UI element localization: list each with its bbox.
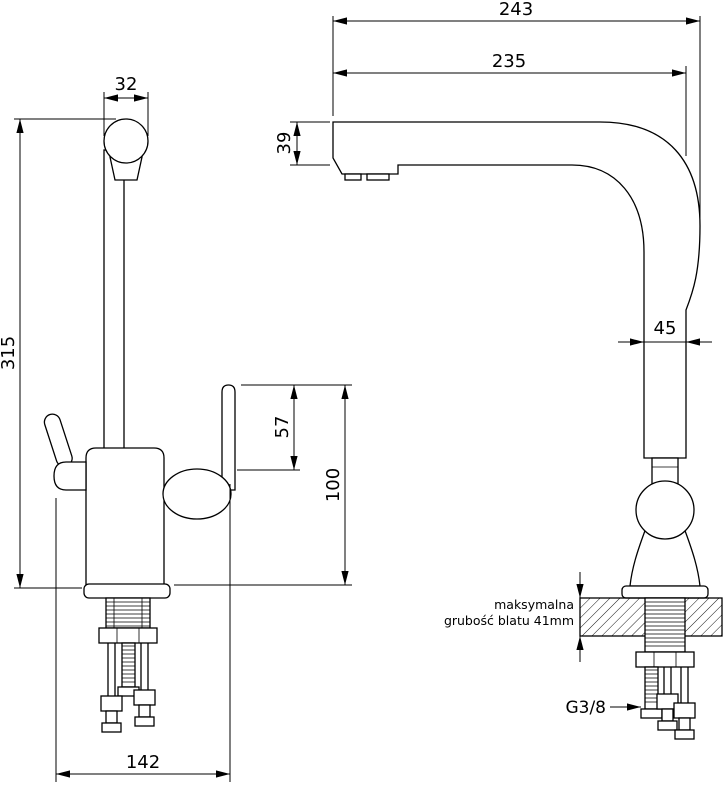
front-lever-mount	[162, 468, 232, 520]
front-filter-valve	[53, 461, 87, 491]
counter-note-line1: maksymalna	[494, 597, 574, 612]
front-shank	[105, 597, 151, 629]
side-aerator-b	[366, 173, 390, 181]
front-body	[85, 447, 165, 586]
side-shank-threads	[645, 601, 685, 647]
side-aerator-a	[344, 173, 362, 181]
front-stud-threads	[122, 645, 135, 683]
dim-label-total-depth: 243	[499, 0, 533, 20]
side-hose-a-end	[657, 720, 678, 731]
front-hose-left-tail	[105, 710, 118, 724]
front-view	[43, 118, 236, 733]
dim-label-spout-reach: 235	[492, 51, 526, 72]
front-lever-bar	[221, 384, 236, 491]
dim-label-head-width: 32	[115, 74, 138, 95]
dim-label-column-width: 45	[654, 318, 677, 339]
front-hose-right-end	[134, 716, 155, 727]
dim-label-lever-height: 57	[272, 416, 293, 439]
front-filter-handle	[43, 413, 73, 467]
dim-upper-height: 100	[174, 385, 352, 586]
front-hose-left	[107, 643, 116, 696]
dim-label-spout-end-height: 39	[274, 132, 295, 155]
side-stud-cap	[640, 708, 663, 719]
side-ball-joint	[635, 480, 695, 540]
counter-note-line2: grubość blatu 41mm	[444, 613, 574, 628]
side-mounting-nut	[635, 651, 695, 668]
dim-total-depth: 243	[332, 0, 701, 220]
dim-label-upper-height: 100	[323, 468, 344, 502]
dim-lever-height: 57	[237, 384, 352, 471]
dimensions: 32 315 57 100 142 243	[0, 0, 712, 782]
front-nut-facets	[116, 628, 140, 643]
side-stud-threads	[645, 669, 658, 703]
side-base-plate	[621, 585, 709, 599]
side-hose-a-tail	[661, 708, 674, 722]
front-hose-right-tail	[138, 704, 151, 718]
front-spout-head	[103, 118, 149, 164]
thread-size-label: G3/8	[565, 698, 606, 718]
dim-total-height: 315	[0, 118, 116, 589]
side-collar	[651, 457, 679, 485]
side-hose-b-tail	[678, 717, 691, 731]
front-hose-left-end	[101, 722, 122, 733]
front-base-plate	[83, 583, 171, 599]
front-hose-right	[140, 643, 149, 690]
dim-spout-end-height: 39	[274, 121, 330, 166]
side-hose-b	[680, 667, 689, 703]
dim-label-total-height: 315	[0, 336, 19, 370]
dim-overall-width: 142	[55, 484, 231, 782]
side-spout	[332, 121, 701, 459]
front-shank-bore	[113, 598, 143, 628]
dim-column-width: 45	[618, 318, 712, 346]
side-view	[332, 121, 723, 740]
side-shank	[644, 597, 686, 653]
side-hose-a	[663, 667, 672, 694]
thread-size-callout: G3/8	[565, 698, 641, 718]
side-stud	[644, 666, 659, 710]
front-mounting-nut	[98, 627, 158, 644]
countertop-thickness-note: maksymalna grubość blatu 41mm	[444, 572, 584, 662]
side-hose-b-fitting	[673, 702, 696, 719]
front-shank-threads	[106, 601, 150, 627]
side-nut-facets	[653, 652, 677, 667]
dim-head-width: 32	[103, 74, 149, 136]
dim-label-overall-width: 142	[126, 752, 160, 773]
front-hose-right-fitting	[133, 689, 156, 706]
front-neck	[103, 149, 125, 451]
front-hose-left-fitting	[100, 695, 123, 712]
side-hose-b-end	[674, 729, 695, 740]
dim-spout-reach: 235	[333, 51, 687, 156]
